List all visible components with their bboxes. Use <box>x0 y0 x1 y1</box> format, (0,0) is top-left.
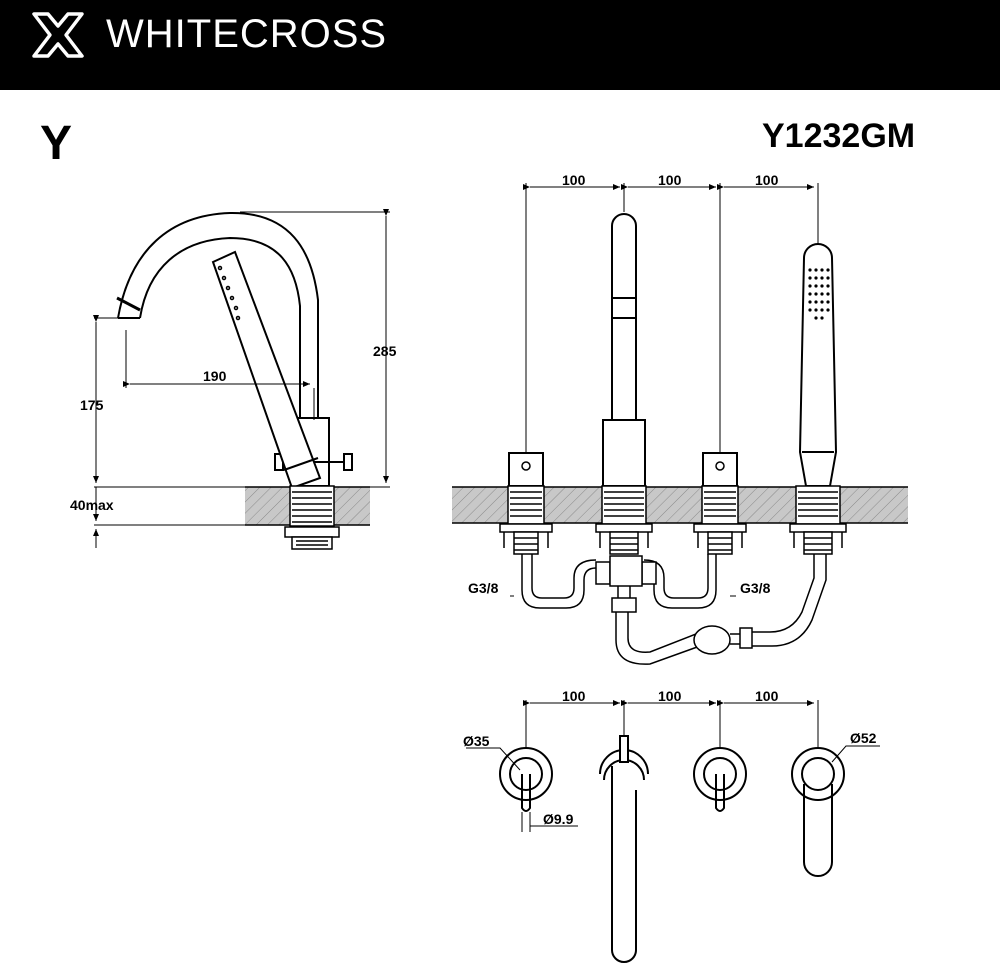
dia-handle-label: Ø35 <box>463 733 490 749</box>
cross-logo-icon <box>32 12 84 58</box>
top-spacing-2: 100 <box>658 688 682 704</box>
dim-total-height: 285 <box>373 343 397 359</box>
series-letter: Y <box>40 117 73 170</box>
dia-lever-label: Ø9.9 <box>543 811 574 827</box>
handle-left-top <box>499 747 553 812</box>
shanks-front <box>499 485 847 555</box>
hand-shower-side <box>211 250 322 490</box>
dim-deck-thickness: 40max <box>70 497 114 513</box>
front-spacing-3: 100 <box>755 172 779 188</box>
gooseneck-spout <box>116 211 319 420</box>
brand-name: WHITECROSS <box>106 12 388 56</box>
valve-left-front <box>508 452 544 487</box>
top-spacing-1: 100 <box>562 688 586 704</box>
top-spacing-3: 100 <box>755 688 779 704</box>
thread-label-left: G3/8 <box>468 580 499 596</box>
front-spacing-2: 100 <box>658 172 682 188</box>
side-view <box>93 209 390 550</box>
pipework-front <box>521 554 827 665</box>
hand-shower-top <box>791 747 845 877</box>
hand-shower-front <box>798 243 838 487</box>
model-number: Y1232GM <box>762 117 916 155</box>
handle-right-top <box>693 747 747 812</box>
threaded-shank-side <box>284 485 340 550</box>
dia-rose-label: Ø52 <box>850 730 877 746</box>
thread-label-right: G3/8 <box>740 580 771 596</box>
top-view <box>466 700 880 963</box>
front-view <box>452 183 908 665</box>
spout-front <box>602 213 646 487</box>
dim-spout-reach: 190 <box>203 368 227 384</box>
front-spacing-1: 100 <box>562 172 586 188</box>
dim-spout-height: 175 <box>80 397 104 413</box>
valve-right-front <box>702 452 738 487</box>
spout-top <box>599 735 649 963</box>
brand-header: WHITECROSS <box>0 0 1000 90</box>
